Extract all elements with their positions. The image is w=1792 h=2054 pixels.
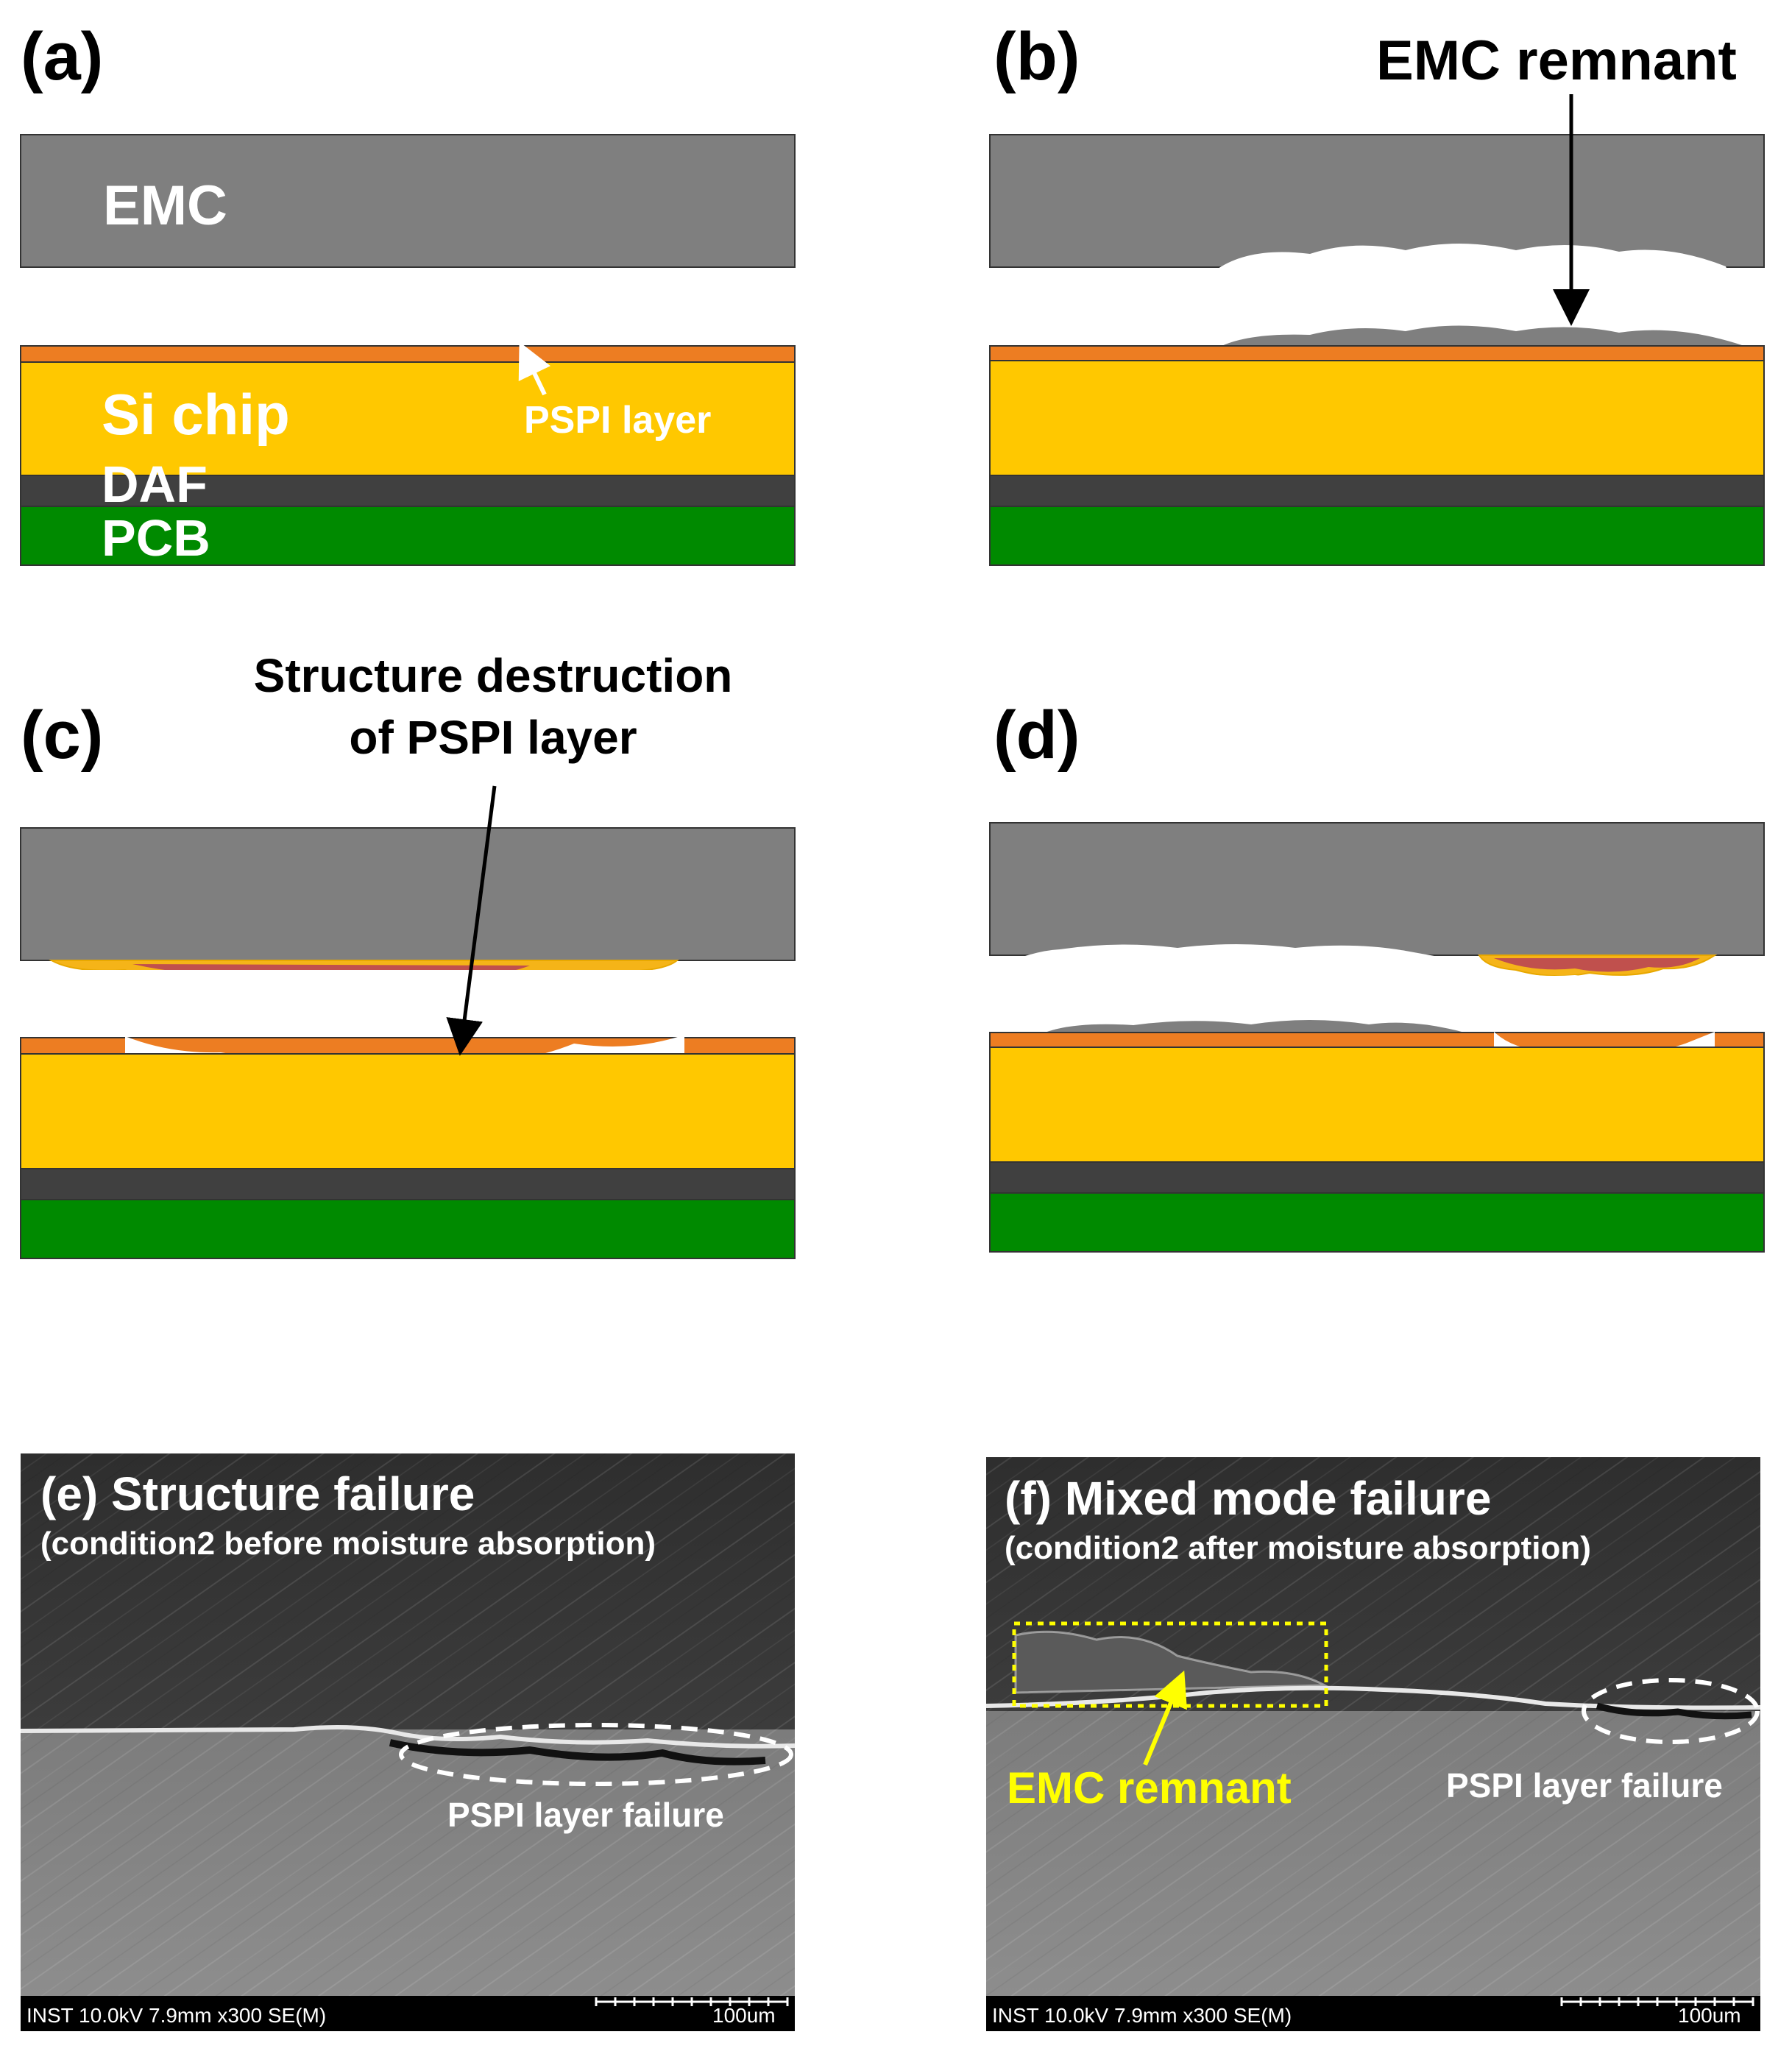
panel-b-daf-layer [989,475,1765,507]
panel-e-crack [389,1739,766,1766]
panel-a-emc-text: EMC [103,174,227,237]
panel-e-scale-bar [595,1997,789,2006]
panel-e: (e) Structure failure (condition2 before… [20,1453,796,2031]
panel-a-label: (a) [21,19,103,94]
panel-a-daf-text: DAF [102,456,208,513]
panel-f: (f) Mixed mode failure (condition2 after… [985,1457,1761,2031]
panel-b: (b) EMC remnant [989,19,1765,566]
panel-a-pspi-arrow [518,341,551,396]
panel-e-scratch-texture [21,1453,795,1996]
panel-a-pcb-text: PCB [102,509,210,567]
panel-e-title: (e) Structure failure [40,1467,475,1520]
panel-b-delamination-gap [1218,244,1744,337]
panel-a-pspi-layer [20,345,796,363]
panel-b-pcb-layer [989,506,1765,566]
panel-d-residue-top [1494,958,1700,972]
panel-d-label: (d) [994,698,1080,773]
panel-d-emc-layer [989,822,1765,956]
panel-b-pspi-layer [989,345,1765,361]
panel-f-crack [1596,1702,1752,1720]
panel-f-callout-pspi: PSPI layer failure [1446,1766,1723,1805]
panel-c-emc-layer [20,827,796,961]
panel-c-pcb-layer [20,1199,796,1259]
panel-f-subtitle: (condition2 after moisture absorption) [1005,1530,1591,1566]
panel-f-remnant-arrow [1143,1670,1187,1766]
panel-f-scale-label: 100um [1678,2004,1741,2027]
panel-a: (a) EMC Si chip DAF PCB PSPI layer [20,19,796,567]
panel-e-failure-ellipse [399,1723,793,1786]
panel-e-subtitle: (condition2 before moisture absorption) [40,1526,656,1562]
panel-b-si-chip-layer [989,360,1765,476]
panel-a-pspi-text: PSPI layer [524,399,711,442]
panel-d: (d) [989,698,1765,1253]
panel-c-si-chip-layer [20,1053,796,1169]
panel-b-annotation: EMC remnant [1376,29,1737,92]
panel-f-title: (f) Mixed mode failure [1005,1472,1491,1525]
panel-e-interface-line [20,1724,796,1749]
panel-b-label: (b) [994,19,1080,94]
panel-c-annotation-line1: Structure destruction [254,649,733,702]
panel-d-emc-remnant [1045,1020,1465,1033]
panel-d-si-chip-layer [989,1047,1765,1163]
panel-f-footer-info: INST 10.0kV 7.9mm x300 SE(M) [992,2004,1292,2027]
panel-d-daf-layer [989,1161,1765,1194]
panel-f-callout-emc: EMC remnant [1007,1763,1292,1813]
panel-d-pcb-layer [989,1192,1765,1253]
panel-e-footer-info: INST 10.0kV 7.9mm x300 SE(M) [26,2004,326,2027]
panel-c-daf-layer [20,1168,796,1200]
panel-a-emc-layer [20,134,796,268]
panel-f-failure-ellipse [1582,1678,1760,1744]
panel-c-annotation-line2: of PSPI layer [349,711,637,764]
panel-f-remnant-box [1012,1621,1328,1708]
panel-d-pspi-layer [989,1032,1765,1048]
panel-c: Structure destruction of PSPI layer (c) [20,649,796,1259]
panel-f-scratch-texture [986,1457,1760,1996]
panel-a-pcb-layer [20,506,796,566]
panel-b-emc-layer [989,134,1765,268]
panel-e-callout: PSPI layer failure [447,1796,724,1834]
panel-a-si-chip-text: Si chip [102,382,290,447]
panel-f-remnant-texture [1014,1630,1329,1694]
panel-c-destruction-arrow [446,785,497,1056]
panel-e-scale-label: 100um [712,2004,776,2027]
panel-f-scale-bar [1560,1997,1754,2006]
panel-d-delamination-gap [990,944,1764,1055]
panel-c-label: (c) [21,698,103,773]
panel-b-emc-remnant [1222,325,1744,346]
panel-a-si-chip-layer [20,361,796,476]
